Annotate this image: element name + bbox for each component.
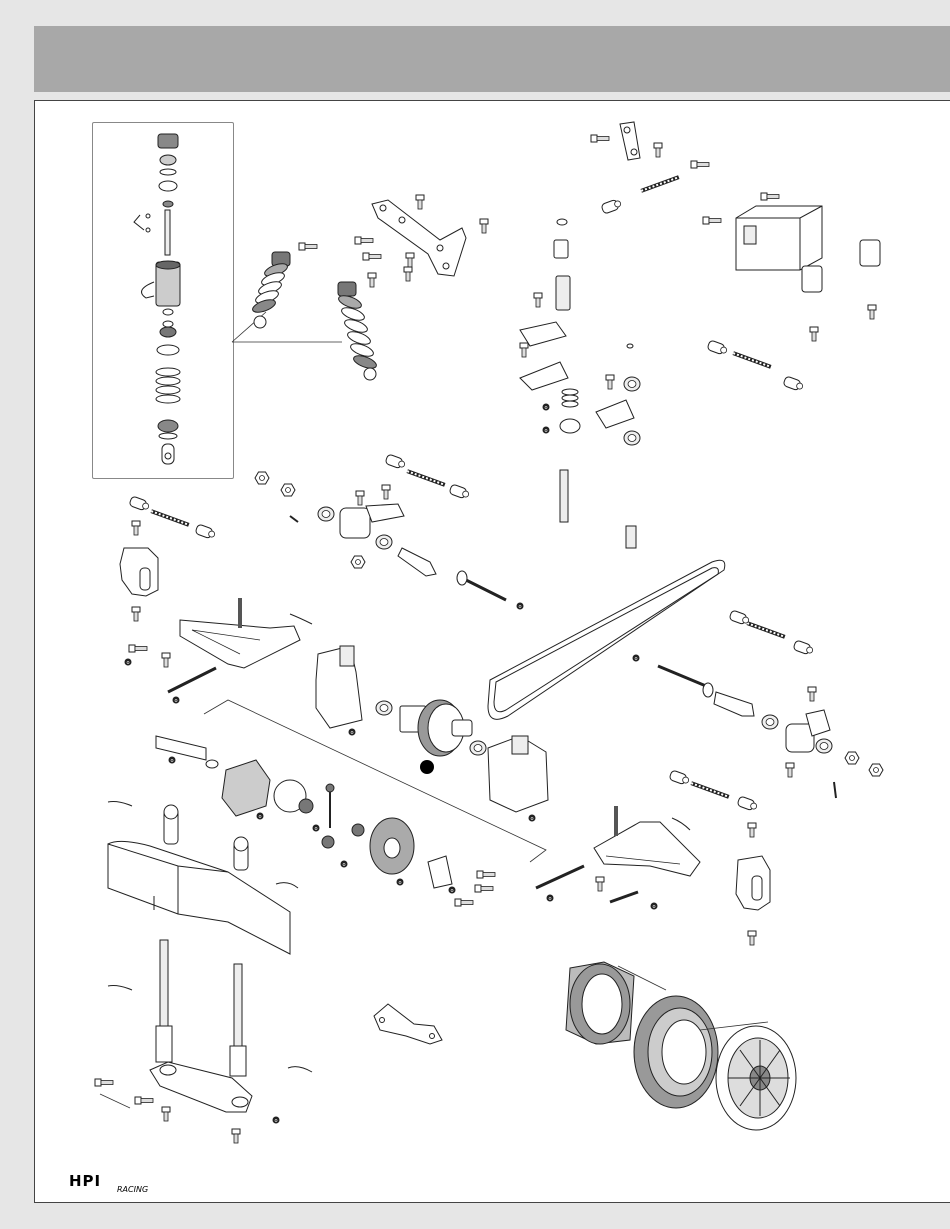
shock-exploded-parts: [134, 134, 180, 464]
diff-internals: [156, 736, 452, 888]
logo-text: HPI: [69, 1172, 101, 1190]
wheel-assembly: [566, 962, 796, 1130]
foam-bumper: [108, 841, 290, 954]
c-hub-left: [120, 548, 158, 596]
servo-saver: [620, 122, 640, 160]
front-knuckle-left: [340, 504, 404, 538]
differential: [400, 700, 472, 756]
assembled-shock-2: [337, 282, 378, 380]
shock-leader-lines: [232, 312, 342, 342]
suspension-arm-right: [594, 822, 700, 876]
shock-tower: [372, 200, 466, 276]
small-bracket: [374, 1004, 442, 1044]
gearbox-half-rear: [488, 736, 548, 812]
gearbox-half-front: [316, 646, 362, 728]
c-hub-right: [736, 856, 770, 910]
drive-belt: [488, 560, 725, 719]
hpi-racing-logo: HPI RACING: [65, 1172, 169, 1194]
servo: [736, 206, 822, 270]
bumper-posts: [156, 940, 246, 1076]
assembled-shock-1: [251, 252, 290, 328]
logo-subtext: RACING: [117, 1185, 148, 1194]
